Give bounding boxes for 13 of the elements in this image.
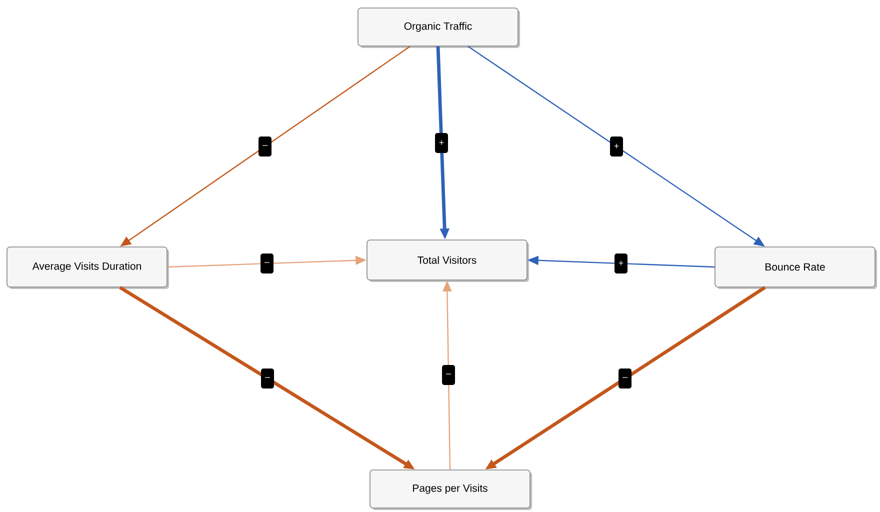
edge-label: – (258, 136, 272, 156)
node-box: Pages per Visits (370, 470, 530, 508)
edge-label: – (442, 365, 455, 385)
node-box: Total Visitors (366, 240, 528, 280)
edge-label: + (614, 254, 628, 274)
edge-label: – (260, 254, 274, 274)
edge-label: – (261, 368, 274, 388)
edge-label: – (618, 368, 632, 388)
node-box: Organic Traffic (358, 8, 518, 46)
node-box: Average Visits Duration (6, 246, 168, 288)
edge-label: + (435, 133, 448, 153)
edge-label: + (610, 136, 623, 156)
node-box: Bounce Rate (714, 246, 876, 288)
